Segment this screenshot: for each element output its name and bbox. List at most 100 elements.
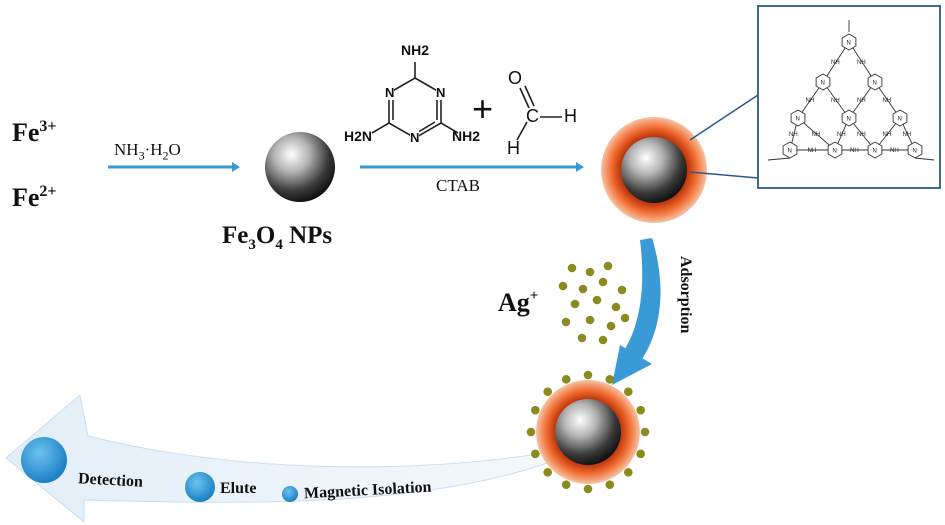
adsorbed-nanoparticle [536, 380, 640, 484]
fe3o4-nps-label: Fe3O4 NPs [222, 222, 333, 253]
polymer-triazine-ring [815, 73, 831, 91]
formaldehyde-h: H [564, 106, 577, 126]
polymer-nh-label: NH [806, 98, 815, 104]
polymer-nh-label: NH [831, 60, 840, 66]
adsorbed-ag-dot [624, 468, 633, 477]
adsorption-arrow [612, 238, 661, 385]
polymer-link [797, 117, 836, 151]
step2-condition: CTAB [436, 176, 480, 195]
adsorbed-ag-dot [605, 375, 615, 384]
adsorbed-ag-dot [561, 375, 571, 384]
adsorbed-ag-dot [561, 480, 571, 489]
polymer-n-label: N [796, 117, 800, 123]
polymer-nh-label: NH [831, 98, 840, 104]
melamine-ring-n: N [410, 130, 420, 145]
ag-ion-dot [585, 315, 595, 325]
polymer-nh-label: NH [883, 132, 892, 138]
polymer-triazine-ring [892, 109, 908, 127]
adsorbed-ag-dot [531, 405, 540, 415]
fe3o4-nanoparticle-sphere [265, 132, 335, 202]
polymer-nh-label: NH [837, 132, 846, 138]
adsorbed-ag-dot [583, 484, 593, 494]
adsorbed-ag-dot [583, 370, 593, 380]
detection-dot [21, 437, 67, 483]
adsorbed-ag-dots [526, 370, 650, 494]
workflow-arrow [5, 394, 551, 524]
polymer-triazine-ring [867, 141, 883, 159]
polymer-triazine-ring [841, 109, 857, 127]
ag-ion-dot [603, 261, 613, 271]
adsorbed-ag-dot [543, 387, 552, 396]
reactant-fe2: Fe2+ [12, 183, 57, 212]
ag-ion-label: Ag+ [498, 288, 539, 317]
polymer-n-label: N [898, 117, 902, 123]
formaldehyde-structure [516, 85, 562, 141]
adsorbed-ag-dot [636, 449, 645, 459]
ag-ion-dot [585, 267, 595, 277]
melamine-ring-n: N [436, 85, 446, 100]
ag-ion-dot [598, 335, 608, 345]
polymer-n-label: N [873, 149, 877, 155]
ag-ion-dots [558, 261, 630, 345]
adsorbed-ag-dot [636, 405, 645, 415]
adsorbed-ag-dot [531, 449, 540, 459]
polymer-chain-end [914, 157, 935, 161]
melamine-ring-n: N [385, 85, 395, 100]
adsorbed-ag-dot [526, 427, 536, 437]
polymer-nh-label: NH [883, 98, 892, 104]
melamine-structure [371, 62, 459, 139]
adsorbed-ag-dot [640, 427, 650, 437]
ag-ion-dot [561, 317, 571, 327]
polymer-n-label: N [913, 149, 917, 155]
polymer-nh-label: NH [890, 148, 899, 154]
polymer-nh-label: NH [850, 148, 859, 154]
polymer-nh-label: NH [857, 98, 866, 104]
polymer-triazine-ring [790, 109, 806, 127]
step-detection: Detection [77, 470, 144, 491]
polymer-triazine-ring [841, 33, 857, 51]
ag-ion-dot [617, 285, 627, 295]
arrow-step2 [360, 162, 584, 172]
ag-ion-dot [570, 299, 580, 309]
polymer-network [767, 20, 935, 161]
polymer-n-label: N [788, 149, 792, 155]
melamine-nh2-top: NH2 [401, 42, 430, 58]
ag-ion-dot [620, 313, 630, 323]
polymer-inset-frame [689, 5, 941, 189]
ag-ion-dot [592, 295, 602, 305]
melamine-nh2-right: NH2 [452, 128, 481, 144]
polymer-link [822, 41, 850, 83]
reactant-fe3: Fe3+ [12, 118, 57, 147]
polymer-n-label: N [833, 149, 837, 155]
polymer-n-label: N [847, 41, 851, 47]
polymer-triazine-ring [827, 141, 843, 159]
elute-dot [185, 472, 215, 502]
ag-ion-dot [567, 263, 577, 273]
polymer-n-label: N [873, 81, 877, 87]
step1-reagent: NH3·H2O [114, 140, 181, 163]
adsorbed-ag-dot [605, 480, 615, 489]
adsorbed-ag-dot [624, 387, 633, 396]
polymer-nh-label: NH [857, 60, 866, 66]
polymer-n-label: N [847, 117, 851, 123]
polymer-nh-label: NH [808, 148, 817, 154]
polymer-nh-label: NH [857, 132, 866, 138]
formaldehyde-c: C [526, 106, 539, 126]
ag-ion-dot [598, 277, 608, 287]
polymer-link [848, 41, 876, 83]
step-elute: Elute [220, 480, 257, 497]
adsorbed-ag-dot [543, 468, 552, 477]
magnetic-isolation-dot [282, 486, 298, 502]
polymer-chain-end [767, 157, 791, 161]
polymer-n-label: N [821, 81, 825, 87]
ag-ion-dot [558, 281, 568, 291]
polymer-nh-label: NH [789, 132, 798, 138]
coated-nanoparticle [601, 117, 707, 223]
formaldehyde-h: H [507, 138, 520, 158]
polymer-triazine-ring [867, 73, 883, 91]
arrow-step1 [108, 162, 240, 172]
ag-ion-dot [606, 321, 616, 331]
melamine-h2n-left: H2N [344, 128, 373, 144]
